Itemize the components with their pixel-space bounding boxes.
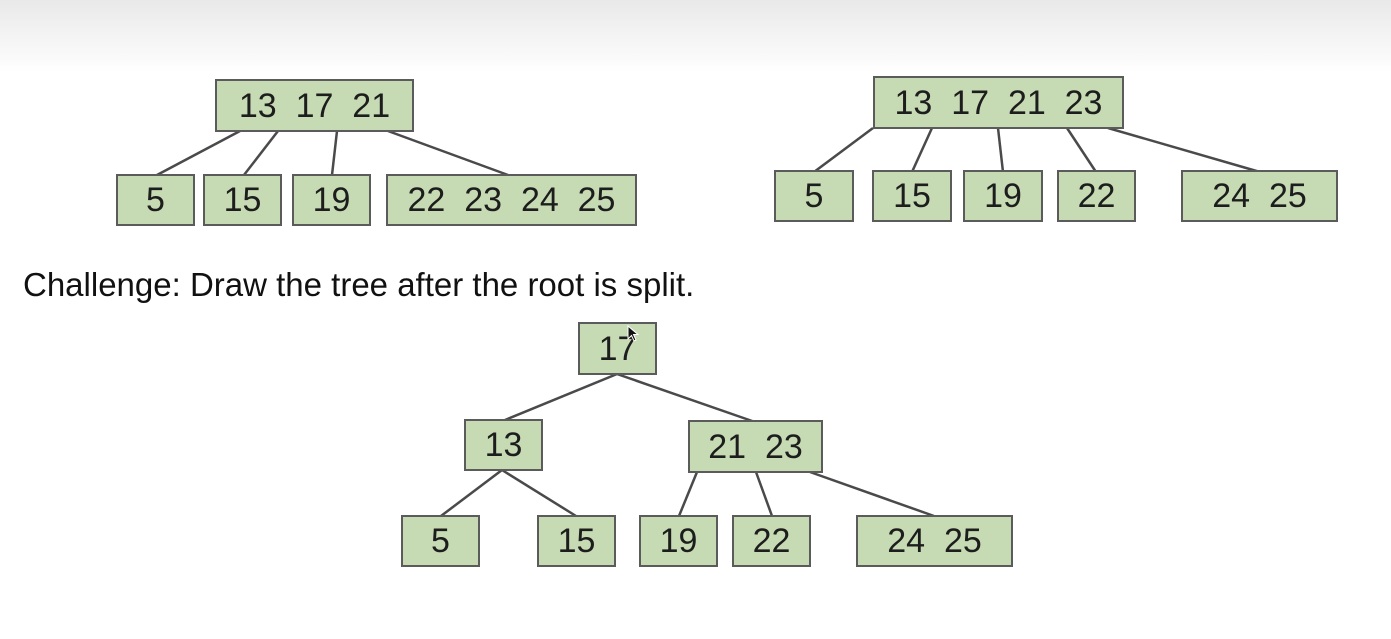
edge-21-23-to-leaf-24-25 [809,470,935,518]
edge-left-root-to-leaf-15 [243,130,279,176]
edge-13-to-leaf-5 [440,469,503,517]
edge-right-root-to-leaf-19 [996,127,1005,173]
mouse-pointer-icon [627,325,639,342]
edge-right-root-to-leaf-15 [910,127,934,173]
right-tree-leaf-node: 15 [872,170,952,222]
edge-right-root-to-leaf-22 [1065,127,1098,173]
left-tree-leaf-node: 22 23 24 25 [386,174,637,226]
edge-21-23-to-leaf-22 [754,471,774,517]
edge-right-root-to-leaf-5 [813,126,874,174]
challenge-caption: Challenge: Draw the tree after the root … [23,266,695,303]
right-tree-root-node: 13 17 21 23 [873,76,1124,129]
top-shade [0,0,1391,72]
edge-21-23-to-leaf-19 [677,471,699,517]
edge-left-root-to-leaf-19 [330,130,339,176]
bottom-tree-internal-node-right: 21 23 [688,420,823,473]
left-tree-leaf-node: 19 [292,174,371,226]
edge-bottom-root-to-21-23 [616,372,756,424]
left-tree-leaf-node: 15 [203,174,282,226]
bottom-tree-leaf-node: 19 [639,515,718,567]
bottom-tree-leaf-node: 22 [732,515,811,567]
edge-right-root-to-leaf-24-25 [1107,126,1261,174]
edge-bottom-root-to-13 [504,372,618,422]
right-tree-leaf-node: 24 25 [1181,170,1338,222]
bottom-tree-leaf-node: 24 25 [856,515,1013,567]
bottom-tree-root-node: 17 [578,322,657,375]
bottom-tree-leaf-node: 5 [401,515,480,567]
left-tree-root-node: 13 17 21 [215,79,414,132]
edge-left-root-to-leaf-5 [156,129,241,177]
edge-13-to-leaf-15 [501,468,577,518]
right-tree-leaf-node: 5 [774,170,854,222]
right-tree-leaf-node: 19 [963,170,1043,222]
bottom-tree-internal-node-left: 13 [464,419,543,471]
right-tree-leaf-node: 22 [1057,170,1136,222]
left-tree-leaf-node: 5 [116,174,195,226]
edge-left-root-to-leaf-22-25 [387,129,509,177]
bottom-tree-leaf-node: 15 [537,515,616,567]
